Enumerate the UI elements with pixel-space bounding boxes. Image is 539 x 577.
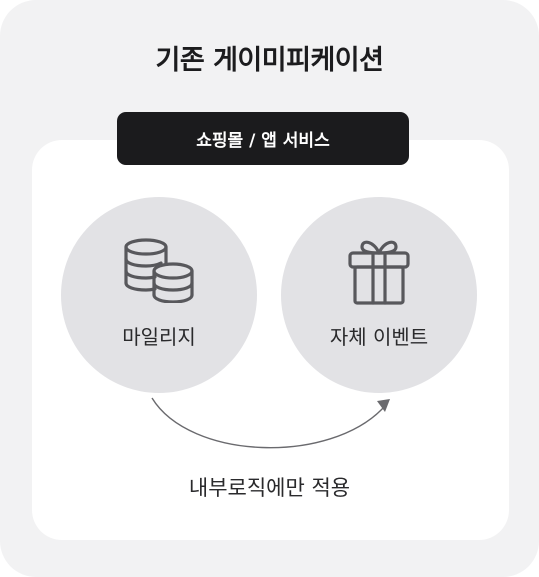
coins-icon	[124, 238, 194, 303]
event-label: 자체 이벤트	[329, 325, 429, 349]
gift-icon	[348, 240, 410, 305]
mileage-label: 마일리지	[122, 325, 196, 349]
diagram-title: 기존 게이미피케이션	[155, 45, 384, 76]
internal-logic-note: 내부로직에만 적용	[188, 476, 351, 500]
category-badge: 쇼핑몰 / 앱 서비스	[117, 112, 409, 165]
mileage-circle: 마일리지	[61, 197, 257, 393]
flow-arrow	[151, 397, 390, 449]
event-circle: 자체 이벤트	[281, 197, 477, 393]
